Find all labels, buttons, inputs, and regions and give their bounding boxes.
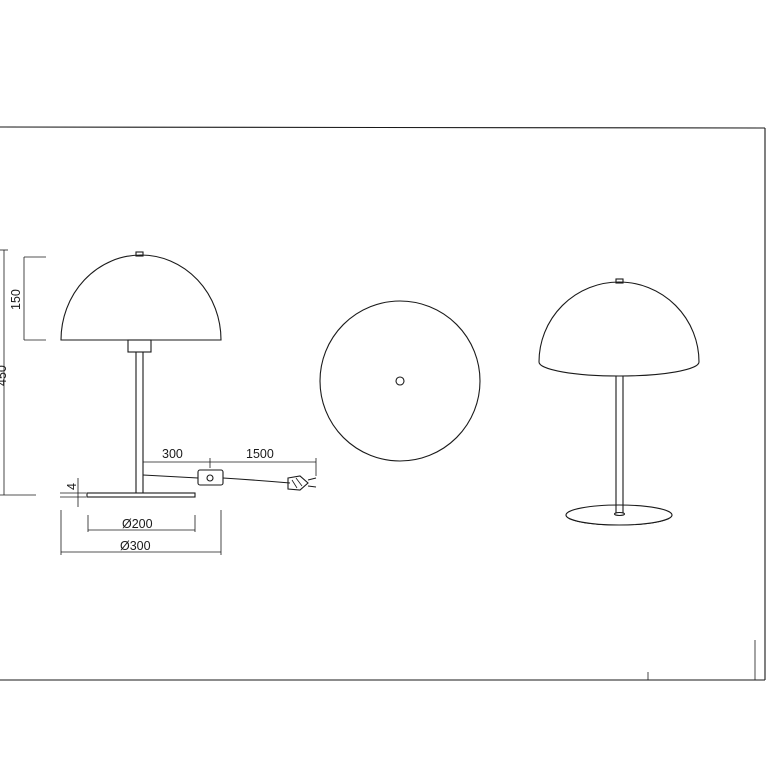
total-height-label: 450: [0, 365, 9, 386]
shade-height-label: 150: [9, 289, 23, 310]
switch-distance-label: 300: [162, 447, 183, 461]
inline-switch: [197, 469, 224, 486]
side-shade: [60, 254, 222, 341]
plug-icon: [287, 475, 317, 491]
perspective-view: [538, 278, 700, 526]
cable-length-label: 1500: [246, 447, 274, 461]
cable: [142, 474, 199, 479]
perspective-shade-knob: [615, 278, 624, 284]
side-shade-knob: [135, 251, 144, 257]
side-base: [86, 492, 196, 498]
top-view: [319, 300, 481, 462]
drawing-frame: [0, 126, 766, 681]
inner-diameter-label: Ø200: [122, 517, 153, 531]
dimension-lines: [0, 249, 317, 555]
side-socket: [127, 339, 152, 353]
perspective-shade: [538, 281, 700, 377]
top-view-center-knob: [395, 376, 405, 386]
side-view: [60, 251, 317, 498]
base-thickness-label: 4: [65, 483, 79, 490]
base-diameter-label: Ø300: [120, 539, 151, 553]
top-view-shade: [319, 300, 481, 462]
